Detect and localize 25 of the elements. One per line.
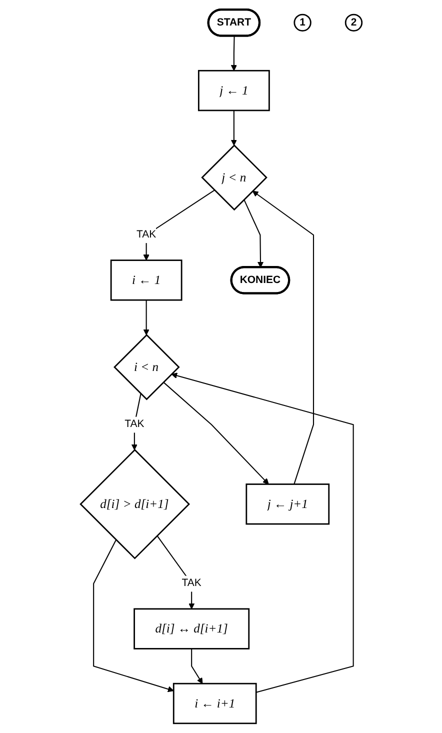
node-box: i ← i+1 [172,682,257,724]
edge-label: TAK [136,228,156,240]
node-box: i ← 1 [110,260,182,301]
arrow [162,382,269,484]
node-diamond: j < n [200,144,268,211]
node-circle: 1 [293,14,312,32]
node-box: d[i] ↔ d[i+1] [133,608,250,650]
arrow [190,648,202,684]
arrow [170,372,354,693]
arrow [156,535,194,610]
node-diamond: d[i] > d[i+1] [79,448,190,560]
node-box: j ← 1 [198,70,270,112]
arrow [131,394,142,450]
node-diamond: i < n [113,334,180,400]
node-box: j ← j+1 [245,484,330,525]
arrow [92,540,174,692]
arrow [252,190,314,484]
arrow [243,199,264,268]
edge-label: TAK [124,418,144,430]
arrow [143,190,215,261]
arrow [143,300,150,336]
arrow [230,110,237,146]
node-circle: 2 [344,14,362,32]
arrow [230,36,237,71]
edge-label: TAK [182,577,202,590]
